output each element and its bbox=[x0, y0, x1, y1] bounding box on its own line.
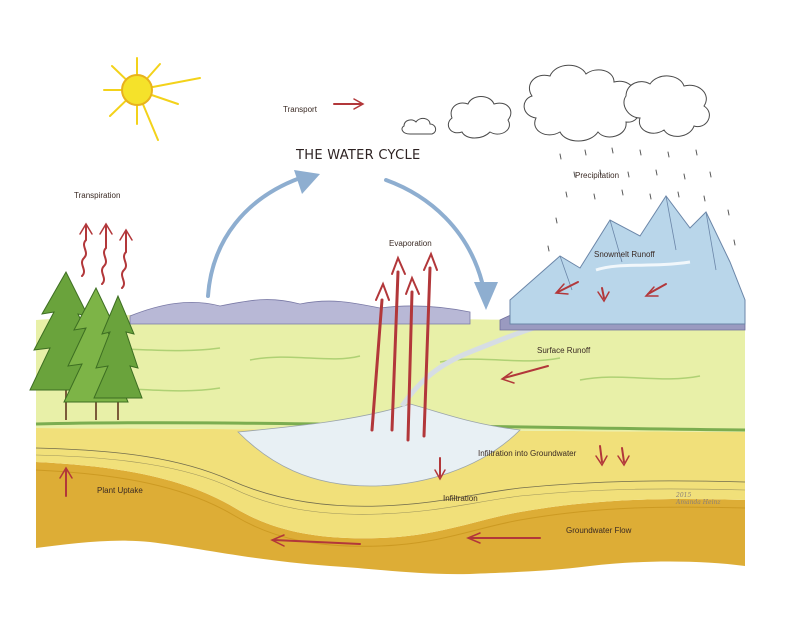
clouds bbox=[401, 64, 710, 142]
sun-icon bbox=[103, 57, 201, 141]
transport-arc-arrows bbox=[206, 170, 498, 310]
snowy-mountains bbox=[509, 195, 746, 325]
flow-arrows bbox=[59, 98, 667, 547]
label-evaporation: Evaporation bbox=[389, 239, 432, 248]
label-infiltration: Infiltration bbox=[443, 494, 478, 503]
lake bbox=[237, 403, 521, 487]
label-transpiration: Transpiration bbox=[74, 191, 121, 200]
signature-year: 2015 bbox=[676, 492, 692, 499]
rain-drops bbox=[547, 147, 736, 252]
river bbox=[399, 323, 541, 408]
label-groundwater-flow: Groundwater Flow bbox=[566, 526, 632, 535]
label-plant-uptake: Plant Uptake bbox=[97, 486, 143, 495]
label-surface-runoff: Surface Runoff bbox=[537, 346, 591, 355]
artist-signature: 2015 Amanda Heinz bbox=[676, 492, 721, 506]
label-snowmelt-runoff: Snowmelt Runoff bbox=[594, 250, 655, 259]
label-precipitation: Precipitation bbox=[575, 171, 620, 180]
trees bbox=[29, 270, 143, 420]
label-infiltration-into-groundwater: Infiltration into Groundwater bbox=[478, 449, 577, 458]
signature-name: Amanda Heinz bbox=[676, 499, 721, 506]
label-transport: Transport bbox=[283, 105, 317, 114]
groundwater-layer bbox=[35, 462, 746, 575]
diagram-title: THE WATER CYCLE bbox=[296, 148, 421, 163]
